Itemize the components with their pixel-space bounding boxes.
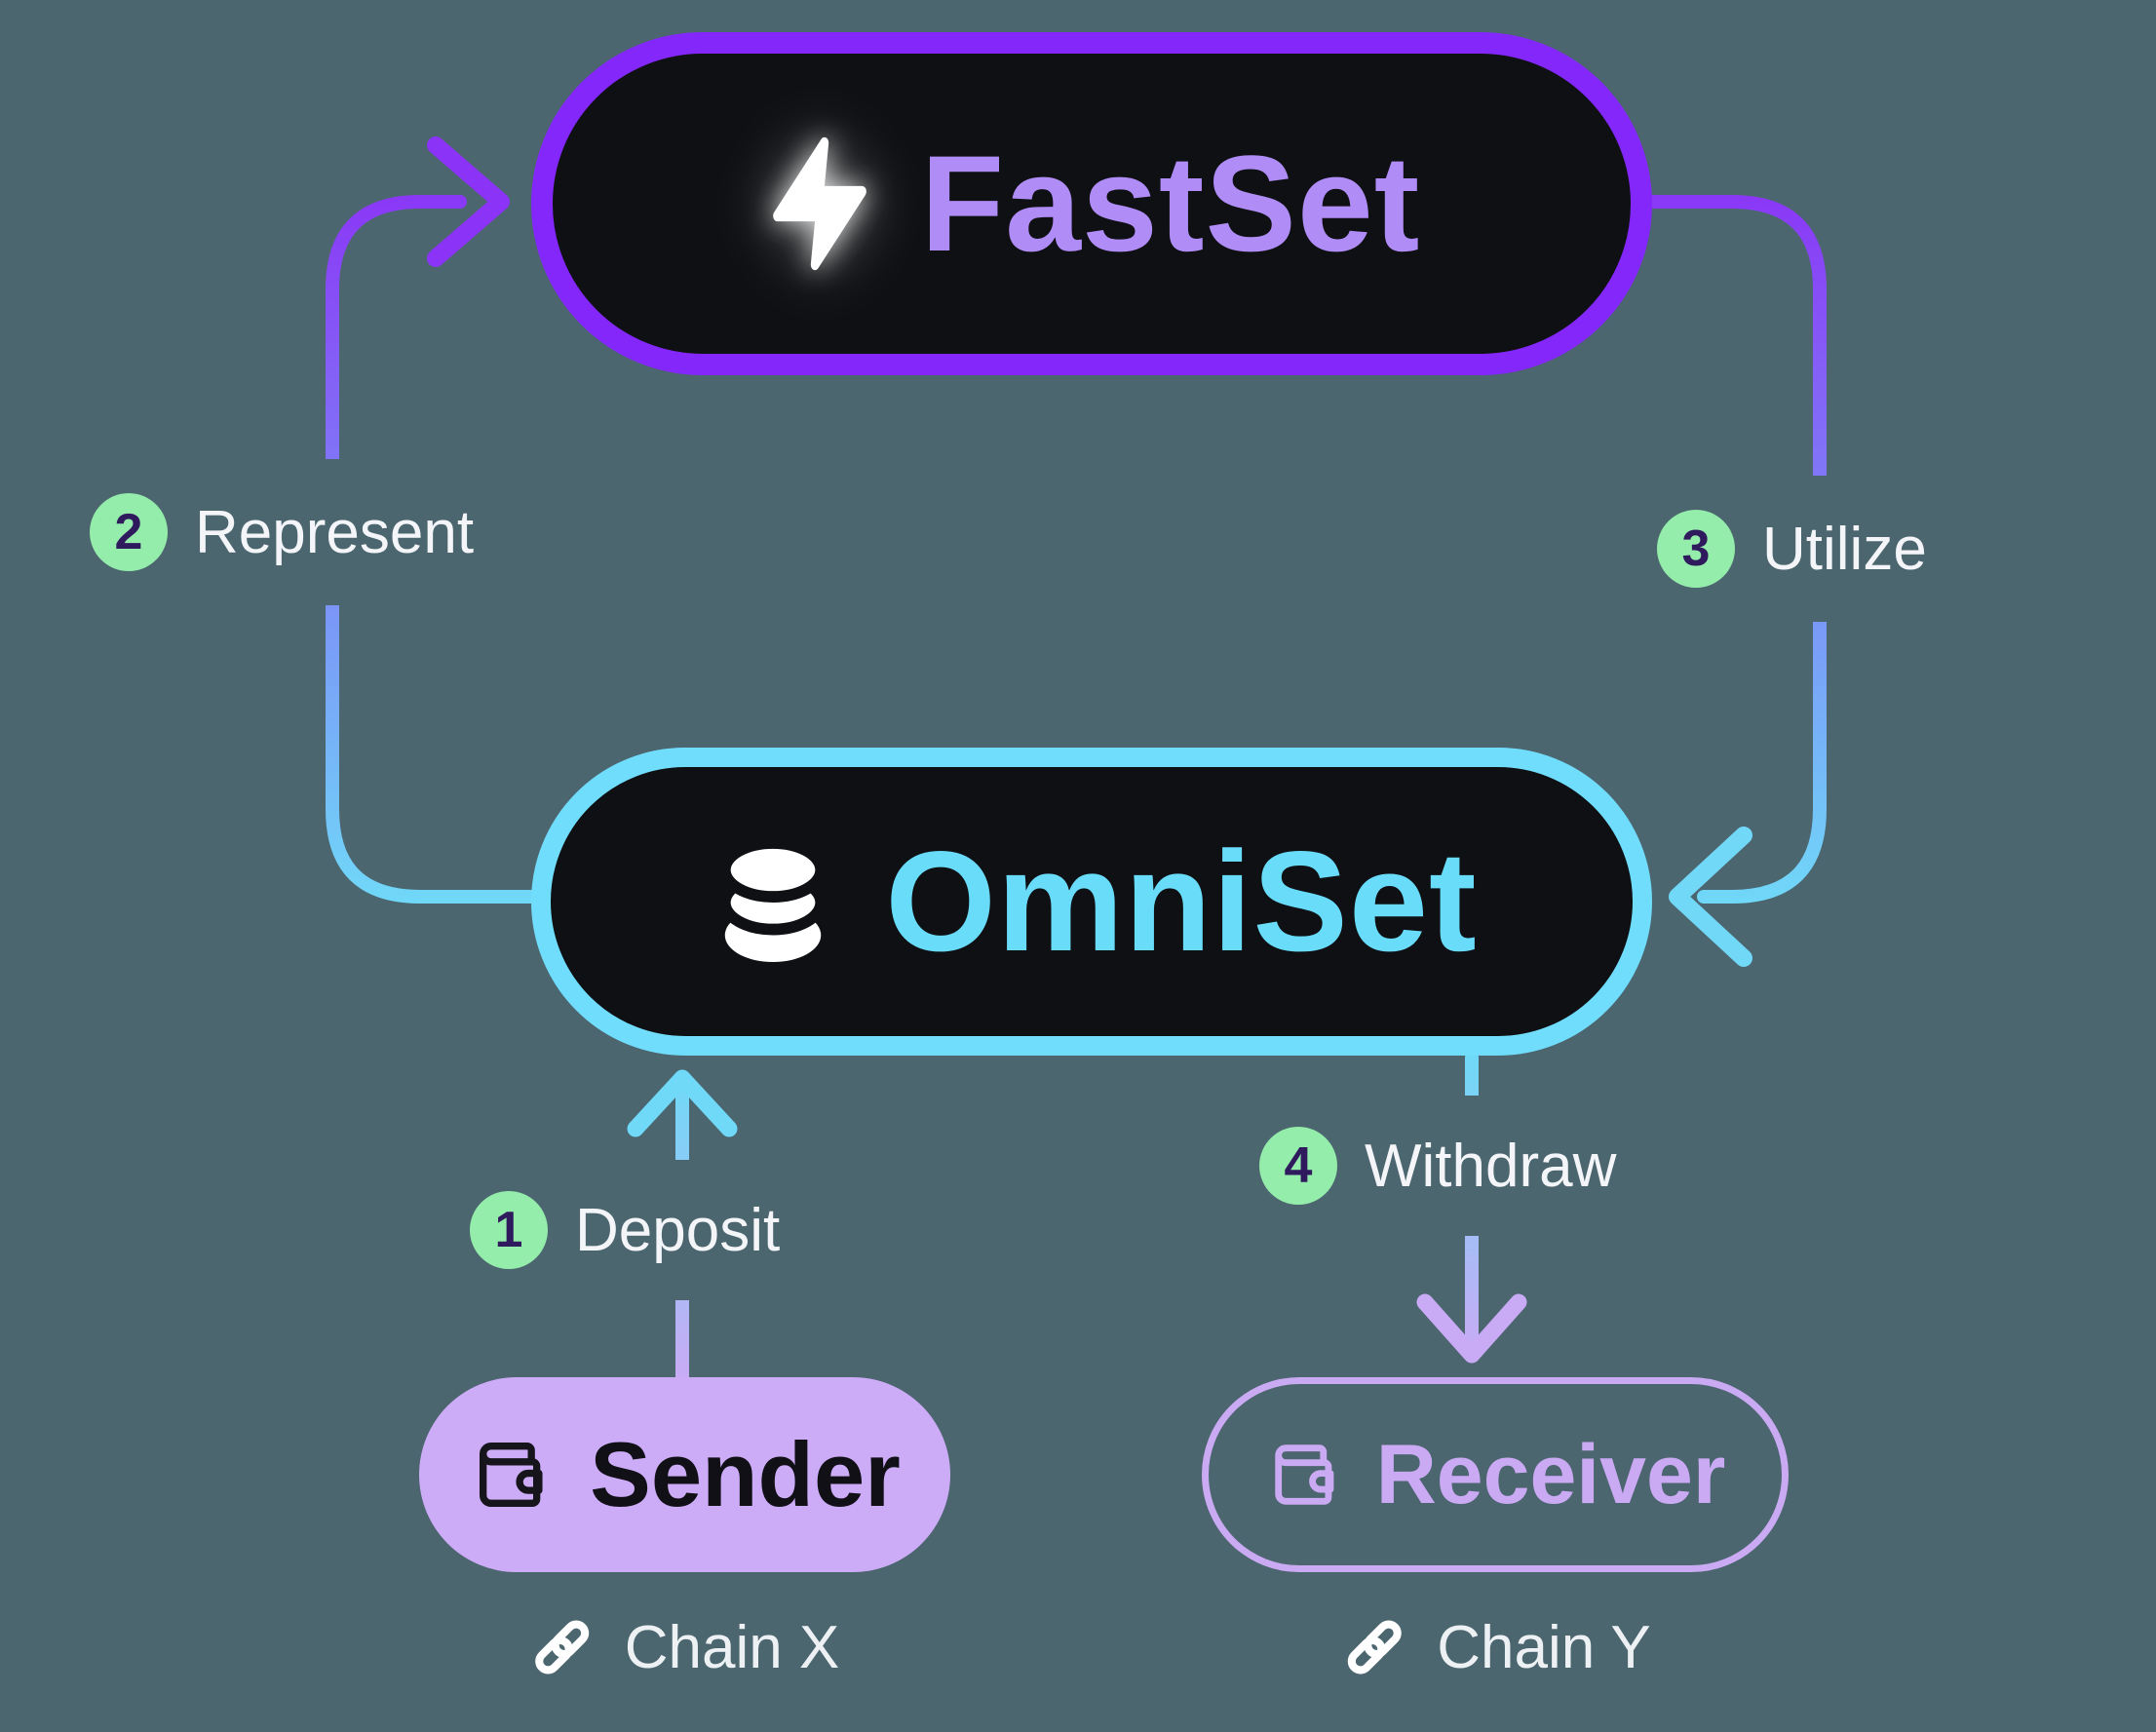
step-deposit: 1 Deposit [470, 1160, 804, 1300]
node-fastset: FastSet [531, 32, 1652, 375]
utilize-arrowhead-icon [1669, 827, 1752, 967]
withdraw-arrowhead-icon [1416, 1293, 1527, 1364]
node-omniset-label: OmniSet [885, 822, 1478, 981]
step-represent-badge: 2 [90, 493, 168, 571]
node-fastset-label: FastSet [920, 127, 1421, 280]
step-withdraw-label: Withdraw [1365, 1132, 1617, 1200]
node-receiver-label: Receiver [1375, 1427, 1726, 1521]
wallet-icon [480, 1443, 543, 1507]
lightning-bolt-icon [772, 136, 866, 271]
coin-stack-icon [719, 837, 828, 963]
step-utilize: 3 Utilize [1657, 476, 1950, 622]
node-omniset: OmniSet [531, 748, 1652, 1056]
chain-x-label: Chain X [624, 1613, 840, 1681]
step-utilize-badge: 3 [1657, 510, 1735, 588]
step-utilize-label: Utilize [1762, 515, 1927, 583]
chain-y-caption: Chain Y [1337, 1610, 1651, 1684]
step-represent-label: Represent [195, 498, 475, 566]
deposit-arrowhead-icon [627, 1069, 738, 1137]
link-icon [1347, 1620, 1402, 1674]
node-sender-label: Sender [590, 1423, 901, 1525]
step-deposit-label: Deposit [575, 1196, 781, 1264]
node-receiver: Receiver [1202, 1377, 1789, 1572]
chain-x-caption: Chain X [525, 1610, 840, 1684]
chain-y-label: Chain Y [1437, 1613, 1651, 1681]
step-deposit-badge: 1 [470, 1191, 548, 1269]
step-represent: 2 Represent [90, 459, 498, 605]
represent-arrowhead-icon [427, 136, 510, 267]
step-withdraw-badge: 4 [1259, 1127, 1337, 1205]
link-icon [535, 1620, 590, 1674]
step-withdraw: 4 Withdraw [1259, 1096, 1640, 1236]
node-sender: Sender [419, 1377, 950, 1572]
wallet-icon [1274, 1444, 1334, 1505]
